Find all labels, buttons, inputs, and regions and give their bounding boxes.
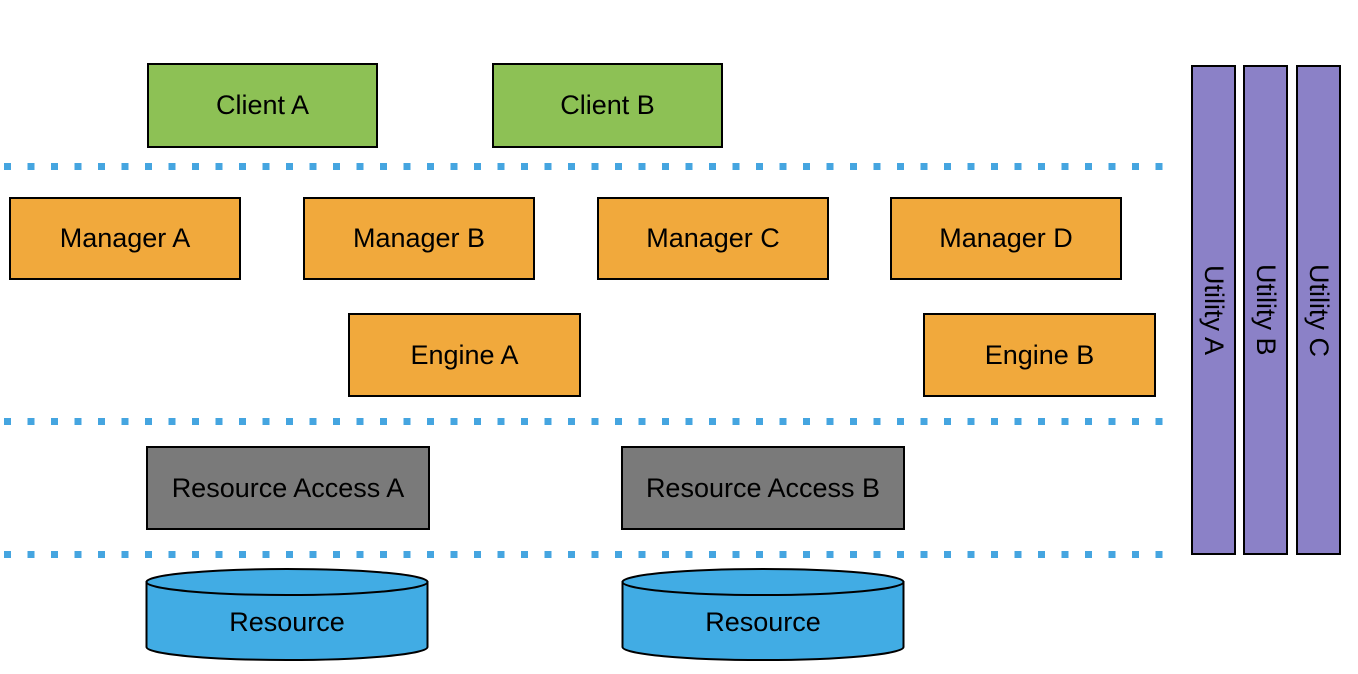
node-label: Utility A (1199, 264, 1229, 356)
node-manager-b: Manager B (303, 197, 535, 280)
node-label: Manager D (939, 223, 1073, 253)
node-label: Engine A (410, 339, 519, 370)
node-utility-c: Utility C (1296, 65, 1341, 555)
node-label: Resource Access A (171, 472, 405, 503)
node-client-a: Client A (147, 63, 378, 148)
node-label: Utility B (1251, 264, 1281, 356)
node-client-b: Client B (492, 63, 723, 148)
node-resource-access-a: Resource Access A (146, 446, 430, 530)
node-resource-database-1: Resource (145, 567, 429, 662)
node-label: Manager C (646, 223, 780, 253)
node-label: Manager A (59, 223, 191, 253)
node-resource-database-2: Resource (621, 567, 905, 662)
node-label: Resource (705, 606, 821, 637)
node-label: Client A (215, 90, 310, 120)
database-cylinder-icon (621, 568, 905, 661)
layer-divider-bottom (4, 551, 1163, 558)
node-label: Resource (229, 606, 345, 637)
database-cylinder-icon (145, 568, 429, 661)
node-label: Resource Access B (645, 472, 881, 503)
node-manager-d: Manager D (890, 197, 1122, 280)
node-label: Client B (560, 90, 655, 120)
node-manager-a: Manager A (9, 197, 241, 280)
node-utility-a: Utility A (1191, 65, 1236, 555)
node-engine-b: Engine B (923, 313, 1156, 397)
layer-divider-top (4, 163, 1163, 170)
node-engine-a: Engine A (348, 313, 581, 397)
node-utility-b: Utility B (1243, 65, 1288, 555)
layer-divider-middle (4, 418, 1163, 425)
node-resource-access-b: Resource Access B (621, 446, 905, 530)
node-manager-c: Manager C (597, 197, 829, 280)
node-label: Engine B (984, 339, 1095, 370)
node-label: Manager B (352, 223, 486, 253)
node-label: Utility C (1304, 263, 1334, 357)
